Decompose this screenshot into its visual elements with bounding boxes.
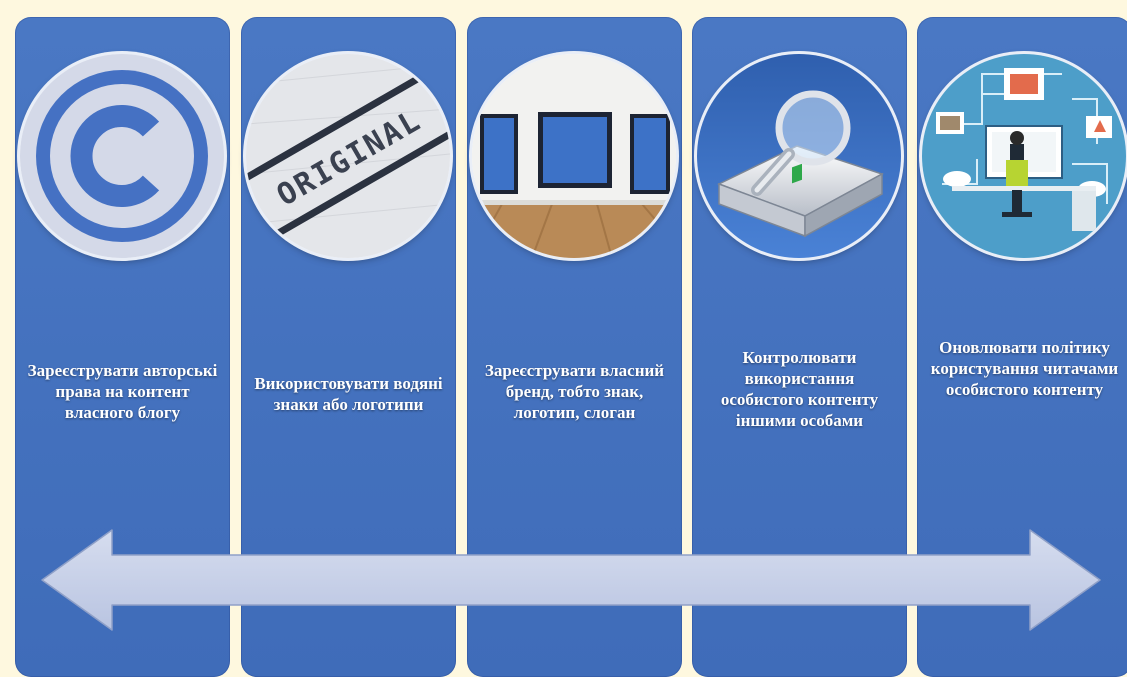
- step-label-1: Зареєструвати авторські права на контент…: [27, 361, 218, 422]
- step-panel-2: ORIGINAL Використовувати водяні знаки аб…: [241, 17, 456, 677]
- step-label-2: Використовувати водяні знаки або логотип…: [254, 374, 443, 414]
- gallery-frames-image: [472, 54, 676, 258]
- original-stamp-image: ORIGINAL: [246, 54, 450, 258]
- step-panel-1: Зареєструвати авторські права на контент…: [15, 17, 230, 677]
- step-panel-4: Контролювати використання особистого кон…: [692, 17, 907, 677]
- network-user-image: [922, 54, 1126, 258]
- step-panel-3: Зареєструвати власний бренд, тобто знак,…: [467, 17, 682, 677]
- step-label-5: Оновлювати політику користування читачам…: [930, 338, 1119, 399]
- step-label-4: Контролювати використання особистого кон…: [720, 348, 879, 430]
- copyright-icon: [20, 54, 224, 258]
- drive-magnifier-image: [697, 54, 901, 258]
- step-panel-5: Оновлювати політику користування читачам…: [917, 17, 1127, 677]
- step-label-3: Зареєструвати власний бренд, тобто знак,…: [484, 361, 665, 422]
